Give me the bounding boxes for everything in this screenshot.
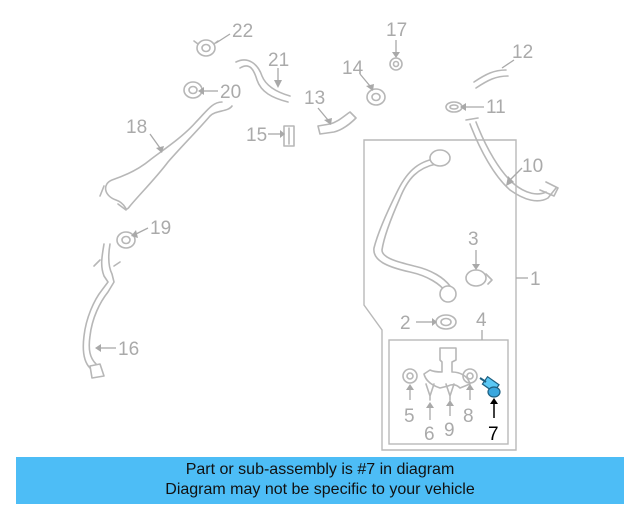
part-12-hose[interactable] bbox=[473, 69, 509, 89]
svg-text:11: 11 bbox=[486, 97, 506, 118]
callout-11: 11 bbox=[460, 97, 506, 118]
callout-1: 1 bbox=[516, 269, 541, 290]
callout-22: 22 bbox=[215, 21, 253, 44]
callout-20: 20 bbox=[198, 82, 241, 103]
callout-7: 7 bbox=[488, 398, 499, 445]
callout-6: 6 bbox=[424, 402, 435, 445]
callout-21: 21 bbox=[268, 50, 289, 88]
svg-text:19: 19 bbox=[150, 218, 171, 239]
part-9-clip[interactable] bbox=[445, 383, 455, 401]
svg-text:5: 5 bbox=[404, 406, 415, 427]
callout-15: 15 bbox=[246, 125, 285, 146]
svg-text:10: 10 bbox=[522, 156, 543, 177]
connector-tee[interactable] bbox=[423, 347, 471, 389]
part-11-seal[interactable] bbox=[445, 101, 463, 113]
svg-text:6: 6 bbox=[424, 424, 435, 445]
part-18-hose[interactable] bbox=[104, 101, 233, 210]
svg-text:7: 7 bbox=[488, 424, 499, 445]
info-banner: Part or sub-assembly is #7 in diagram Di… bbox=[16, 457, 624, 504]
svg-text:18: 18 bbox=[126, 117, 147, 138]
part-8-seal[interactable] bbox=[462, 368, 478, 384]
svg-text:21: 21 bbox=[268, 50, 289, 71]
callout-8: 8 bbox=[463, 384, 474, 427]
part-17-seal[interactable] bbox=[389, 57, 403, 71]
part-19-clamp[interactable] bbox=[116, 231, 136, 249]
svg-text:8: 8 bbox=[463, 406, 474, 427]
part-7-sensor[interactable] bbox=[479, 375, 501, 398]
callout-3: 3 bbox=[468, 229, 480, 270]
panel-main-hose[interactable] bbox=[373, 157, 453, 297]
part-15-bracket[interactable] bbox=[283, 125, 295, 147]
svg-text:9: 9 bbox=[444, 420, 455, 441]
part-21-hose[interactable] bbox=[235, 59, 291, 103]
panel-hose-clamp bbox=[429, 149, 457, 303]
banner-line-2: Diagram may not be specific to your vehi… bbox=[165, 481, 475, 498]
callout-12: 12 bbox=[501, 42, 533, 69]
svg-text:17: 17 bbox=[386, 20, 407, 41]
part-5-seal[interactable] bbox=[402, 368, 418, 384]
callout-16: 16 bbox=[95, 339, 139, 360]
part-6-clip[interactable] bbox=[425, 383, 435, 401]
svg-text:22: 22 bbox=[232, 21, 253, 42]
callout-5: 5 bbox=[404, 384, 415, 427]
part-2-clamp[interactable] bbox=[435, 314, 457, 330]
svg-text:3: 3 bbox=[468, 229, 479, 250]
svg-text:20: 20 bbox=[220, 82, 241, 103]
callout-13: 13 bbox=[304, 88, 332, 125]
part-14-clamp[interactable] bbox=[366, 88, 386, 106]
callout-18: 18 bbox=[126, 117, 164, 153]
callout-2: 2 bbox=[400, 313, 437, 334]
svg-text:12: 12 bbox=[512, 42, 533, 63]
parts-diagram: 22 21 20 18 17 14 bbox=[82, 20, 559, 451]
part-20-clamp[interactable] bbox=[183, 81, 203, 99]
callout-10: 10 bbox=[506, 156, 543, 186]
svg-text:15: 15 bbox=[246, 125, 267, 146]
part-10-pipe[interactable] bbox=[469, 121, 557, 202]
svg-text:14: 14 bbox=[342, 58, 364, 79]
callout-9: 9 bbox=[444, 400, 455, 441]
svg-text:4: 4 bbox=[476, 310, 487, 331]
part-13-hose[interactable] bbox=[317, 111, 357, 135]
part-16-pipe[interactable] bbox=[82, 243, 115, 369]
callout-14: 14 bbox=[342, 58, 374, 91]
callout-4: 4 bbox=[476, 310, 487, 340]
svg-text:1: 1 bbox=[530, 269, 541, 290]
callout-19: 19 bbox=[131, 218, 171, 239]
part-22-clamp[interactable] bbox=[193, 39, 219, 57]
svg-text:16: 16 bbox=[118, 339, 139, 360]
svg-text:2: 2 bbox=[400, 313, 411, 334]
callout-17: 17 bbox=[386, 20, 407, 58]
svg-text:13: 13 bbox=[304, 88, 325, 109]
banner-line-1: Part or sub-assembly is #7 in diagram bbox=[185, 461, 455, 478]
